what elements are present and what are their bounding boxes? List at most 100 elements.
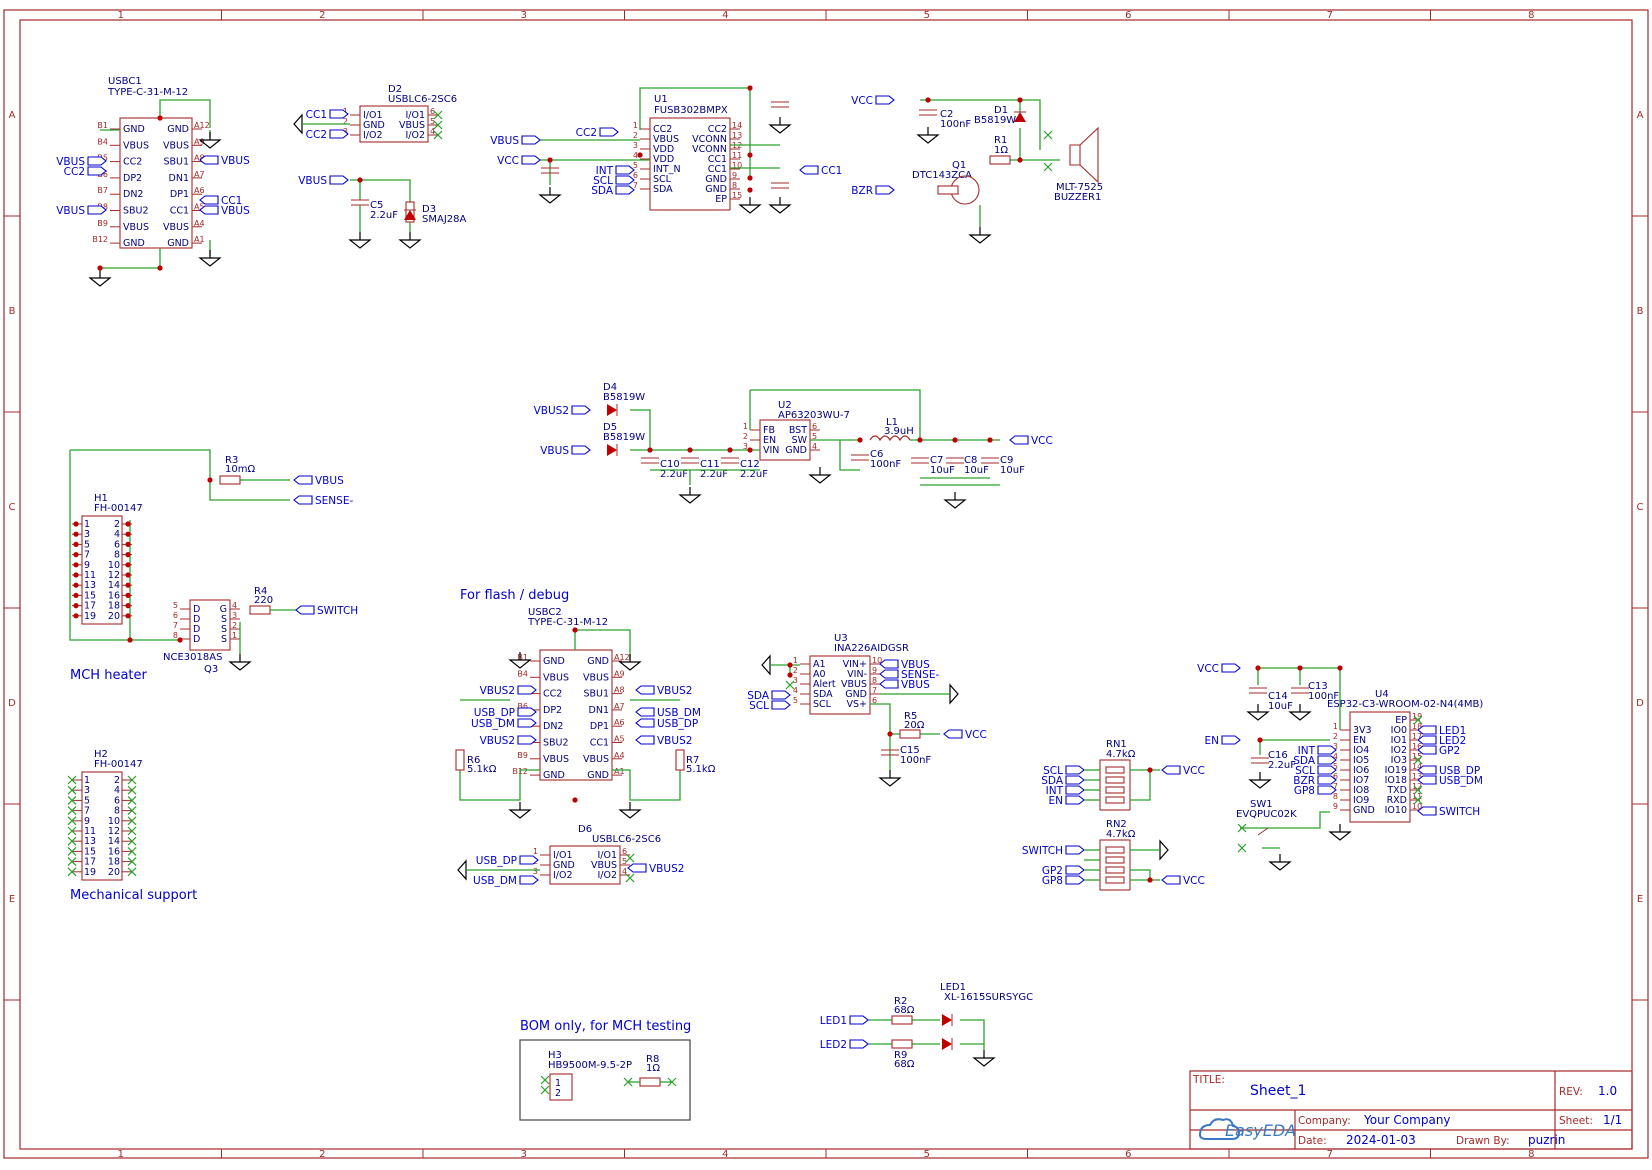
pin-number: 1 [743,422,748,431]
pin-label: G [220,604,227,615]
net-label: INT [1046,785,1064,797]
ground-symbol [618,654,642,671]
no-connect [785,680,795,690]
no-connect [67,795,77,805]
junction [1147,877,1153,883]
net-port: SENSE- [879,669,939,681]
svg-text:1: 1 [555,1078,561,1089]
pin-number: 9 [1333,802,1338,811]
net-port: VCC [851,95,895,107]
pin-label: SBU1 [583,689,609,700]
net-port: USB_DP [635,718,698,730]
pin-label: 3 [84,785,90,796]
no-connect [67,775,77,785]
resistor [1105,856,1125,864]
pin-label: D [193,634,200,645]
no-connect [1413,715,1423,725]
junction [747,85,753,91]
net-label: CC2 [306,129,327,141]
h1-body [81,515,123,625]
junction [637,152,643,158]
junction [1337,665,1343,671]
pin-label: A1 [813,659,826,670]
c14-value: 10uF [1268,701,1293,712]
no-connect [127,846,137,856]
pin-number: B1 [97,121,108,130]
net-port: SCL [749,700,791,712]
net-port: VBUS2 [635,735,692,747]
no-connect [623,1077,633,1087]
u4-body [1349,711,1411,823]
pin-label: 1 [84,775,90,786]
pin-label: VBUS [123,222,149,233]
d2-ref: D2 [388,84,402,95]
pin-number: B12 [92,235,108,244]
pin-label: 12 [108,570,120,581]
d5-value: B5819W [603,432,645,443]
capacitor [641,457,659,464]
net-label: VBUS2 [534,405,569,417]
zone-row-label: D [8,698,16,709]
no-connect [127,775,137,785]
rn1-ref: RN1 [1106,739,1127,750]
zone-col-label: 3 [521,10,527,21]
pin-label: A0 [813,669,826,680]
junction [73,521,79,527]
pin-label: CC1 [708,154,727,165]
zone-col-label: 6 [1125,1149,1131,1160]
pin-number: 3 [232,611,237,620]
pin-label: 17 [84,601,96,612]
net-label: SCL [1043,765,1063,777]
junction [125,613,131,619]
pin-label: CC1 [708,164,727,175]
net-label: USB_DM [657,707,701,719]
pin-label: 11 [84,826,96,837]
pin-label: 7 [84,550,90,561]
flash-debug-note: For flash / debug [460,588,569,603]
pin-number: B1 [517,653,528,662]
pin-number: A4 [614,751,625,760]
pin-label: VBUS [399,120,425,131]
net-label: SCL [593,175,613,187]
junction [787,672,793,678]
pin-label: VBUS [543,672,569,683]
pin-number: 2 [793,666,798,675]
net-port: GP2 [1042,865,1085,877]
pin-label: GND [543,656,565,667]
c9-value: 10uF [1000,465,1025,476]
net-label: SCL [749,700,769,712]
no-connect [67,816,77,826]
pin-number: 1 [633,121,638,130]
net-label: USB_DM [473,875,517,887]
pin-number: 5 [812,432,817,441]
junction [987,437,993,443]
net-port: INT [596,165,635,177]
pin-label: SCL [653,174,672,185]
pin-label: VIN [763,445,779,456]
pin-number: 6 [622,847,627,856]
net-port: VBUS [540,445,591,457]
pin-label: VBUS [583,672,609,683]
pin-number: 15 [1412,752,1422,761]
net-label: SDA [1041,775,1064,787]
no-connect [1413,755,1423,765]
pin-label: GND [123,238,145,249]
d5-ref: D5 [603,422,617,433]
pin-number: 1 [232,631,237,640]
ground-symbol [1288,704,1312,721]
pin-label: DP2 [123,173,142,184]
net-port: VBUS [56,205,107,217]
pin-label: IO3 [1391,755,1407,766]
pin-label: 12 [108,826,120,837]
pin-label: EN [1353,735,1366,746]
pin-number: 4 [430,127,435,136]
pin-label: INT_N [653,164,681,175]
easyeda-logo: EasyEDA [1225,1121,1296,1140]
capacitor [1291,687,1309,694]
net-label: VBUS [56,205,85,217]
zone-row-label: C [1637,502,1644,513]
pin-label: GND [785,445,807,456]
junction [925,97,931,103]
